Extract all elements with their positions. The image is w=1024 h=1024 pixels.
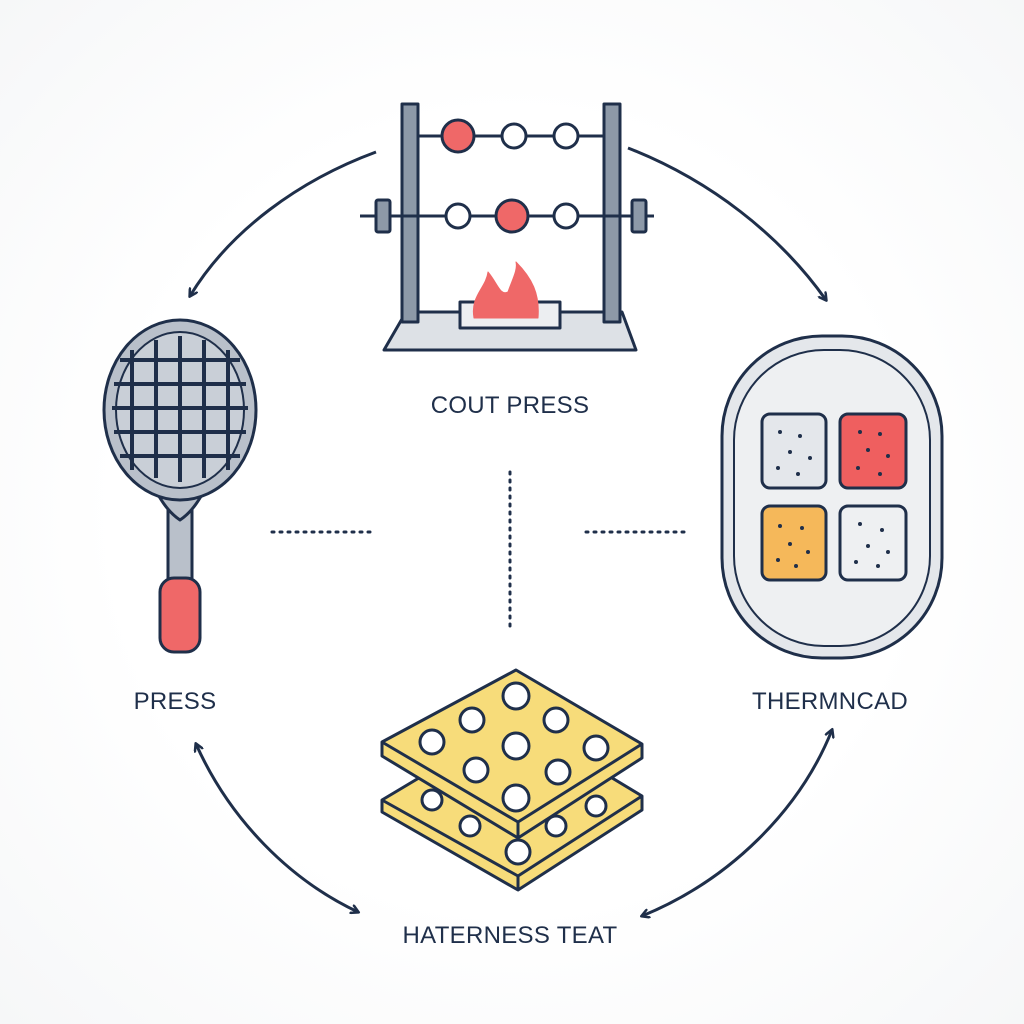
node-label-bottom: HATERNESS TEAT [402,922,618,949]
node-label-left: PRESS [133,688,217,715]
arrow-right-bottom-bidirectional [642,730,832,916]
arrow-left-bottom-bidirectional [196,744,358,912]
node-label-top: COUT PRESS [430,392,590,419]
racket-icon [102,318,258,654]
stacked-waffle-sheet-icon [380,668,644,892]
node-label-right: THERMNCAD [751,688,909,715]
abacus-press-icon [360,102,654,352]
arrow-top-to-right [627,146,826,300]
sample-tray-icon [720,334,944,660]
arrow-top-to-left [190,150,377,296]
